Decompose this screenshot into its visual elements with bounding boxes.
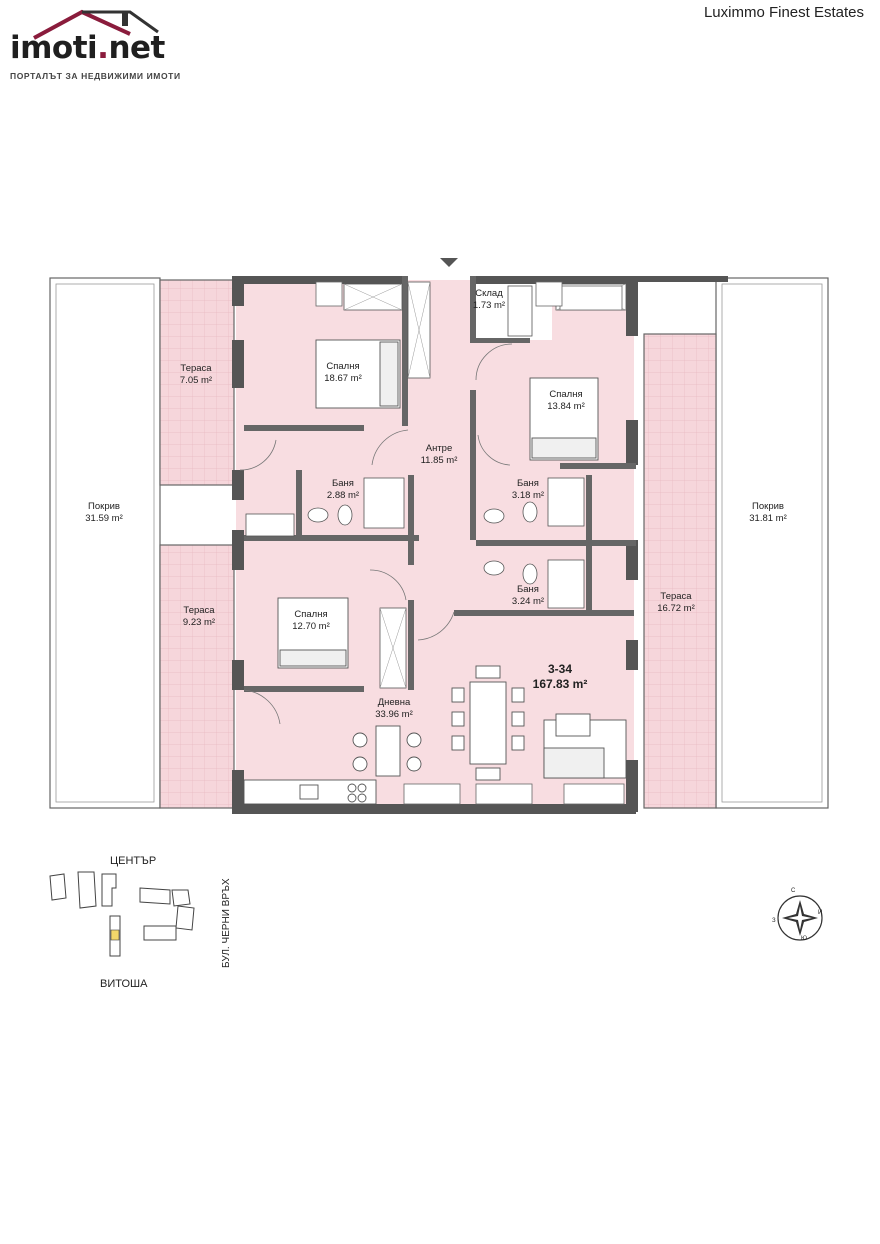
roof-right	[715, 277, 829, 809]
roof-left	[49, 277, 161, 809]
agency-name: Luximmo Finest Estates	[703, 4, 864, 21]
logo-roof-icon	[33, 9, 159, 40]
terrace-top-left	[159, 279, 235, 486]
compass-e: И	[818, 910, 823, 916]
unit-area: 167.83 m²	[532, 677, 588, 691]
compass-icon	[777, 895, 823, 941]
site-north-label: ЦЕНТЪР	[110, 855, 157, 867]
logo[interactable]: imoti.net	[10, 30, 165, 66]
compass-n: С	[791, 888, 796, 894]
site-street-label: БУЛ. ЧЕРНИ ВРЪХ	[221, 878, 232, 968]
unit-id: 3-34	[547, 662, 573, 676]
logo-dot: .	[97, 30, 109, 66]
compass-s: Ю	[801, 936, 808, 942]
terrace-bottom-left	[159, 544, 235, 809]
dining-table	[469, 681, 507, 765]
logo-tagline: ПОРТАЛЪТ ЗА НЕДВИЖИМИ ИМОТИ	[10, 71, 181, 81]
terrace-right	[643, 333, 717, 809]
compass-w: З	[772, 918, 776, 924]
site-map	[49, 871, 195, 957]
logo-main: imoti	[10, 30, 98, 66]
logo-tld: net	[108, 30, 165, 66]
site-south-label: ВИТОША	[100, 978, 148, 990]
building-highlight	[110, 929, 120, 941]
entry-marker-icon	[440, 258, 458, 267]
